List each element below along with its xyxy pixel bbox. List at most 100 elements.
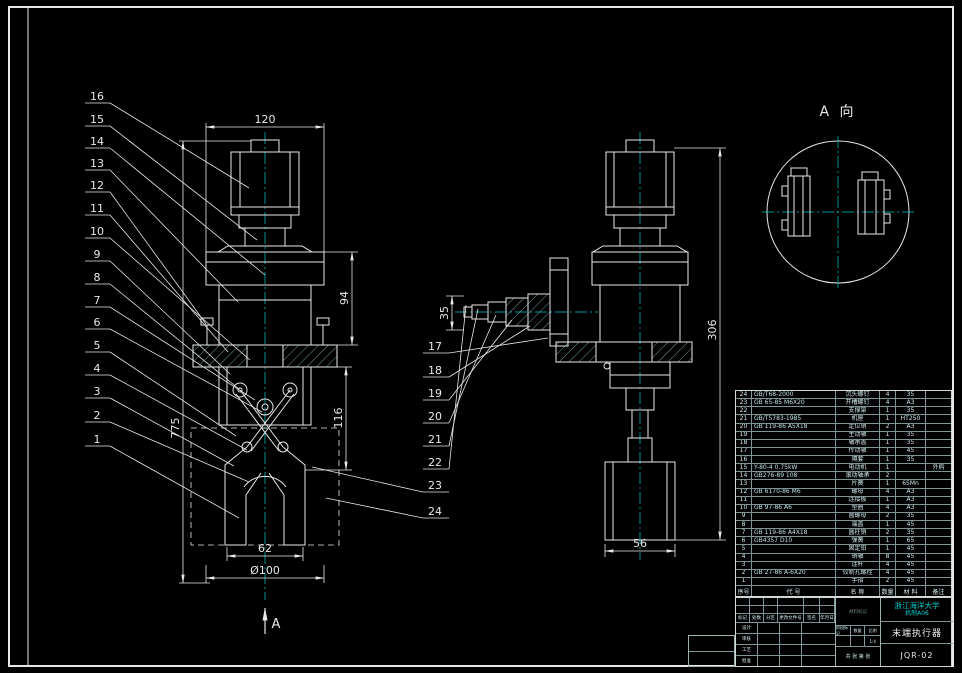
bom-cell-name: 端盖 bbox=[836, 521, 880, 529]
bom-cell-no: 6 bbox=[736, 537, 752, 545]
revision-row bbox=[736, 606, 835, 615]
bom-cell-mat: A3 bbox=[896, 423, 926, 431]
rev-col-mark: 标记 bbox=[736, 614, 750, 622]
bom-row: 17 传动轴 1 45 bbox=[736, 447, 951, 456]
balloon-1: 1 bbox=[94, 433, 101, 446]
side-dimensions bbox=[446, 147, 726, 557]
bom-cell-no: 16 bbox=[736, 456, 752, 464]
bom-row: 12 GB 6170-86 M6 螺母 4 A3 bbox=[736, 488, 951, 497]
bom-cell-name: 定位销 bbox=[836, 423, 880, 431]
bom-cell-code: GB4357 D10 bbox=[752, 537, 836, 545]
bom-cell-mat: 35 bbox=[896, 439, 926, 447]
balloon-24: 24 bbox=[428, 505, 442, 518]
balloon-6: 6 bbox=[94, 316, 101, 329]
bom-cell-code bbox=[752, 521, 836, 529]
sig-label-approve: 批准 bbox=[736, 655, 758, 666]
bom-cell-note bbox=[926, 529, 951, 536]
front-view bbox=[190, 132, 340, 600]
dim-front-body-h: 116 bbox=[332, 408, 345, 429]
university-name: 浙江海洋大学 bbox=[894, 601, 940, 611]
register-cell bbox=[689, 652, 734, 667]
bom-cell-mat: 35 bbox=[896, 407, 926, 415]
bom-cell-note bbox=[926, 545, 951, 552]
stage-mark-label: 阶段标记 bbox=[836, 626, 851, 636]
dim-front-flange-h: 94 bbox=[338, 291, 351, 305]
a-direction-view bbox=[762, 136, 914, 288]
bom-cell-note bbox=[926, 489, 951, 496]
bom-row: 3 连杆 4 45 bbox=[736, 561, 951, 570]
bom-cell-no: 7 bbox=[736, 529, 752, 537]
bom-cell-mat: 35 bbox=[896, 512, 926, 520]
bom-row: 2 GB 27-86 A-6X20 铰制孔螺栓 4 45 bbox=[736, 569, 951, 578]
balloon-7: 7 bbox=[94, 294, 101, 307]
bom-cell-mat: 45 bbox=[896, 521, 926, 529]
bom-cell-no: 8 bbox=[736, 521, 752, 529]
bom-cell-name: 轴承盖 bbox=[836, 439, 880, 447]
bom-cell-no: 17 bbox=[736, 447, 752, 455]
rev-col-date: 年月日 bbox=[820, 614, 835, 622]
bom-cell-note bbox=[926, 424, 951, 431]
side-balloons bbox=[311, 304, 549, 519]
balloon-18: 18 bbox=[428, 364, 442, 377]
bom-cell-code bbox=[752, 512, 836, 520]
bom-cell-no: 19 bbox=[736, 431, 752, 439]
bom-cell-name: 主动轴 bbox=[836, 431, 880, 439]
bom-row: 21 GB/T5783-1985 机座 1 HT250 bbox=[736, 415, 951, 424]
bom-cell-code bbox=[752, 456, 836, 464]
bom-cell-note: 外购 bbox=[932, 464, 945, 471]
bom-cell-qty: 1 bbox=[880, 464, 896, 472]
bom-cell-no: 22 bbox=[736, 407, 752, 415]
bom-cell-name: 铰制孔螺栓 bbox=[836, 569, 880, 577]
bom-header-qty: 数量 bbox=[880, 586, 896, 596]
bom-cell-code: GB 65-85 M6X20 bbox=[752, 399, 836, 407]
bom-cell-name: 连杆 bbox=[836, 561, 880, 569]
bom-cell-note bbox=[926, 521, 951, 528]
front-dim-labels: 120 94 116 775 62 Ø100 A bbox=[169, 113, 351, 632]
bom-cell-qty: 1 bbox=[880, 496, 896, 504]
bom-cell-mat: 45 bbox=[896, 545, 926, 553]
bom-cell-no: 11 bbox=[736, 496, 752, 504]
bom-header: 序号 代 号 名 称 数量 材 料 备注 bbox=[736, 586, 951, 596]
bom-cell-qty: 1 bbox=[880, 545, 896, 553]
bom-cell-code bbox=[752, 553, 836, 561]
bom-cell-mat: A3 bbox=[896, 504, 926, 512]
bom-cell-code: GB 97-86 A6 bbox=[752, 504, 836, 512]
dim-front-width: 120 bbox=[255, 113, 276, 126]
bom-cell-name: 弹簧 bbox=[836, 537, 880, 545]
balloon-19: 19 bbox=[428, 387, 442, 400]
bom-cell-no: 23 bbox=[736, 399, 752, 407]
bom-table: 24 GB/T68-2000 沉头螺钉 4 35 23 GB 65-85 M6X… bbox=[735, 390, 952, 597]
balloon-12: 12 bbox=[90, 179, 104, 192]
bom-cell-code: Y-80-4 0.75kW bbox=[752, 464, 836, 472]
bom-cell-mat: 35 bbox=[896, 529, 926, 537]
front-dimensions bbox=[179, 123, 358, 634]
bom-cell-name: 电动机 bbox=[836, 464, 880, 472]
bom-cell-no: 15 bbox=[736, 464, 752, 472]
balloon-13: 13 bbox=[90, 157, 104, 170]
bom-cell-qty: 1 bbox=[880, 456, 896, 464]
rev-col-doc: 更改文件号 bbox=[778, 614, 804, 622]
bom-cell-mat: 45 bbox=[896, 569, 926, 577]
bom-cell-name: 垫圈 bbox=[836, 504, 880, 512]
stage-mark-grid: 阶段标记 数量 比例 1:4 bbox=[836, 626, 880, 647]
bom-cell-qty: 4 bbox=[880, 391, 896, 399]
bom-cell-note bbox=[926, 415, 951, 422]
scale-label: 比例 bbox=[865, 626, 880, 636]
bom-cell-note bbox=[926, 472, 951, 479]
bom-cell-no: 3 bbox=[736, 561, 752, 569]
signature-row-design: 设计 bbox=[736, 622, 835, 634]
bom-cell-mat: A3 bbox=[896, 399, 926, 407]
bom-cell-name: 销轴 bbox=[836, 553, 880, 561]
organization-cell: 浙江海洋大学 机制A06 bbox=[881, 598, 953, 622]
sig-label-check: 审核 bbox=[736, 633, 758, 644]
bom-cell-code: GB/T68-2000 bbox=[752, 391, 836, 399]
balloon-23: 23 bbox=[428, 479, 442, 492]
bom-cell-name: 螺母 bbox=[836, 488, 880, 496]
signature-row-check: 审核 bbox=[736, 633, 835, 645]
bom-cell-no: 18 bbox=[736, 439, 752, 447]
bom-header-mat: 材 料 bbox=[896, 586, 926, 596]
bom-row: 11 连接板 1 A3 bbox=[736, 496, 951, 505]
bom-row: 24 GB/T68-2000 沉头螺钉 4 35 bbox=[736, 391, 951, 400]
bom-cell-code bbox=[752, 431, 836, 439]
